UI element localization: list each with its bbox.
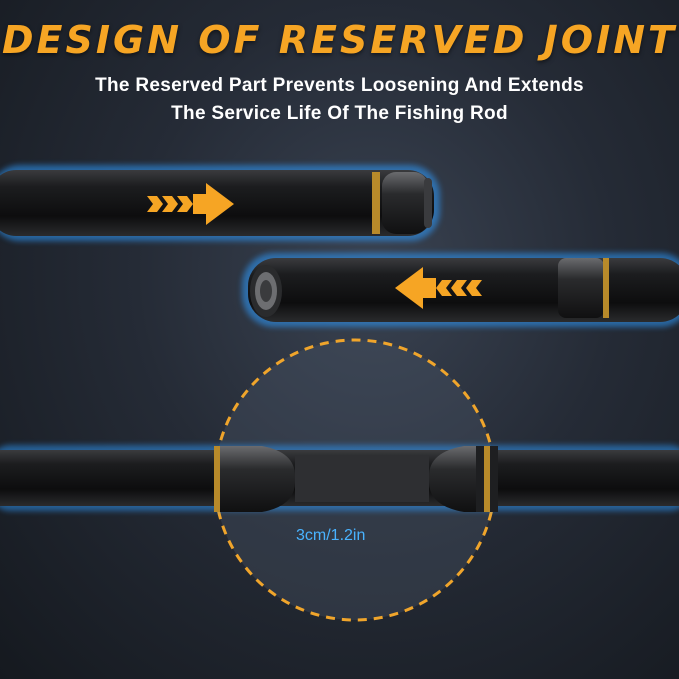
gold-band-middle — [603, 258, 609, 318]
arrow-left-icon — [395, 267, 482, 309]
subtitle-line-1: The Reserved Part Prevents Loosening And… — [95, 75, 584, 96]
subtitle-line-2: The Service Life Of The Fishing Rod — [171, 103, 508, 124]
gold-band-left — [214, 446, 220, 512]
gold-band-right — [484, 446, 490, 512]
arrow-right-icon — [147, 183, 234, 225]
measurement-label: 3cm/1.2in — [296, 527, 366, 544]
rod-joined — [0, 445, 679, 512]
page-title: DESIGN OF RESERVED JOINT — [2, 18, 677, 62]
gold-band — [372, 172, 380, 234]
